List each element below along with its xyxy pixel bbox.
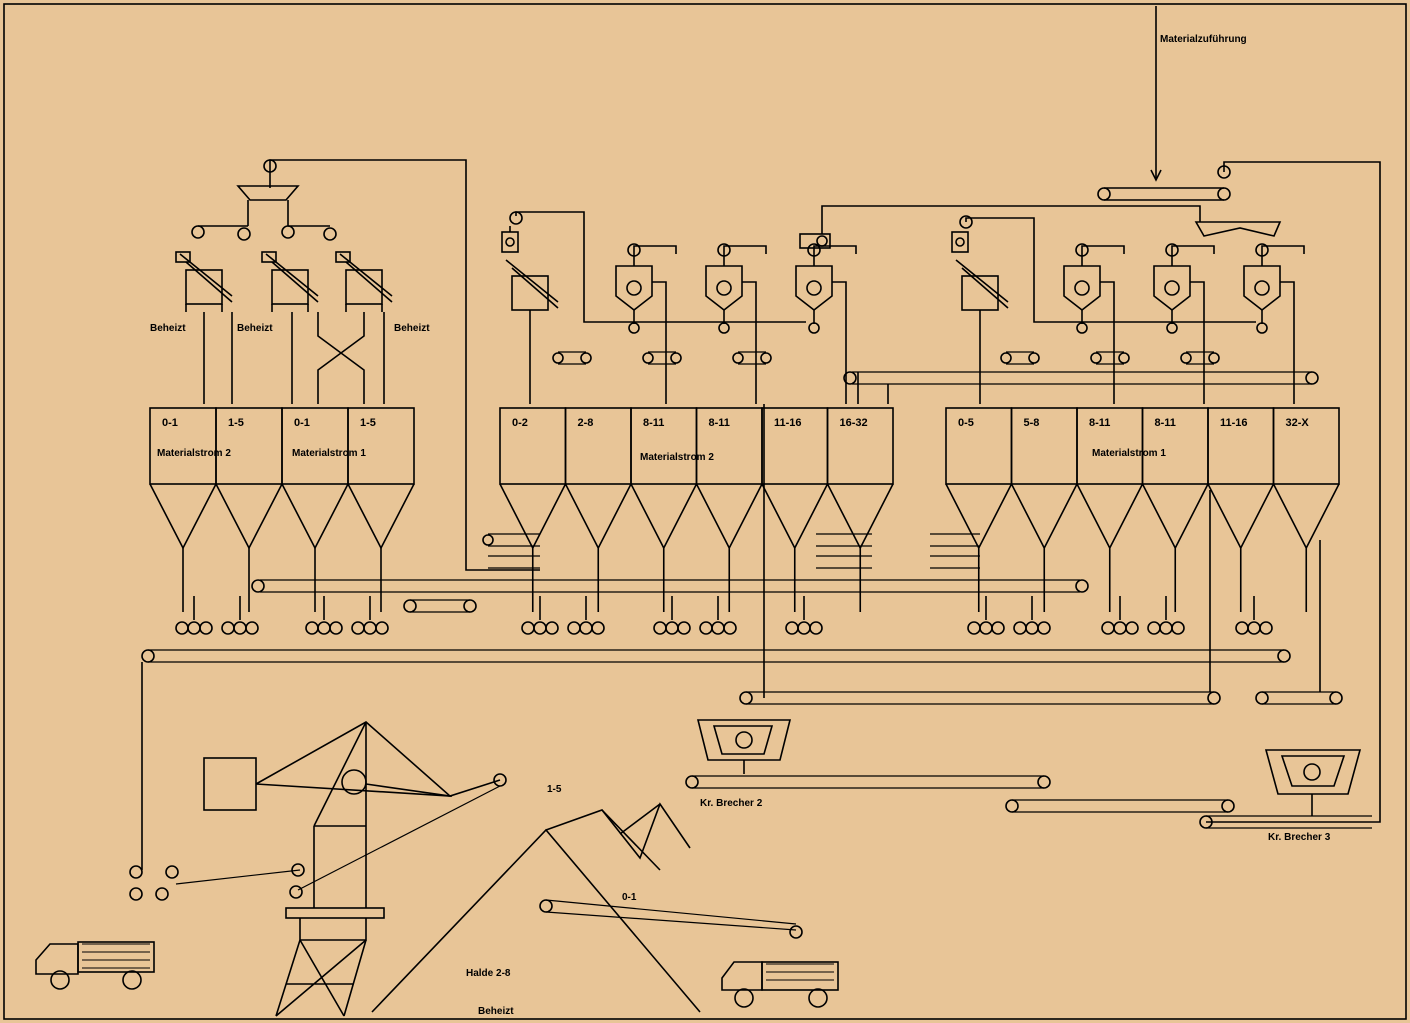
crusher-3 <box>1264 749 1362 816</box>
bin-right-5: 32-X <box>1272 407 1340 612</box>
bin-label: 0-5 <box>958 417 974 429</box>
heated-label-1: Beheizt <box>150 323 186 334</box>
return-pulley <box>1217 165 1231 179</box>
classifier <box>642 243 767 404</box>
bin-label: 2-8 <box>578 417 594 429</box>
crusher-feed-conveyors <box>141 404 1343 870</box>
classifier-row-right <box>1000 243 1305 404</box>
stacker-crane <box>175 721 507 1017</box>
truck-right <box>721 961 839 1008</box>
feeder-rollers <box>785 596 823 635</box>
stream-2-label-middle: Materialstrom 2 <box>640 452 714 463</box>
bin-label: 5-8 <box>1024 417 1040 429</box>
bin-middle-3: 8-11 <box>695 407 763 612</box>
feeder-rollers <box>567 596 605 635</box>
feeder-rollers <box>653 596 691 635</box>
middle-feed <box>501 211 806 323</box>
diagram-frame <box>3 3 1407 1020</box>
bin-right-1: 5-8 <box>1010 407 1078 612</box>
feeder-rollers <box>1147 596 1185 635</box>
cross-conveyors <box>843 371 1319 404</box>
bin-label: 16-32 <box>840 417 868 429</box>
bin-row-middle: 0-2 2-8 8-11 8-11 11-16 16-32 <box>499 407 894 612</box>
bin-label: 1-5 <box>360 417 376 429</box>
bin-middle-0: 0-2 <box>499 407 567 612</box>
truck-loader <box>129 865 179 901</box>
bin-label: 0-1 <box>162 417 178 429</box>
classifier <box>1000 243 1125 404</box>
bin-label: 32-X <box>1286 417 1310 429</box>
bin-left-0: 0-1 <box>149 407 217 612</box>
stream-1-label-right: Materialstrom 1 <box>1092 448 1166 459</box>
return-line-right <box>1206 161 1381 823</box>
bin-middle-5: 16-32 <box>826 407 894 612</box>
truck-left <box>35 941 155 990</box>
bin-label: 11-16 <box>774 417 802 429</box>
classifier <box>732 243 857 404</box>
bin-label: 1-5 <box>228 417 244 429</box>
bin-right-3: 8-11 <box>1141 407 1209 612</box>
material-feed-label: Materialzuführung <box>1160 34 1247 45</box>
bin-middle-2: 8-11 <box>630 407 698 612</box>
screen-1 <box>175 251 233 312</box>
bin-label: 8-11 <box>1089 417 1110 429</box>
feeder-rollers <box>351 596 389 635</box>
feeder-rollers <box>221 596 259 635</box>
bin-label: 0-2 <box>512 417 528 429</box>
feeder-rollers <box>1235 596 1273 635</box>
bin-row-left: 0-1 1-5 0-1 1-5 <box>149 407 415 612</box>
stream-2-label-left: Materialstrom 2 <box>157 448 231 459</box>
material-feed-arrow <box>1150 169 1162 182</box>
bin-label: 8-11 <box>709 417 730 429</box>
feeder-rollers <box>175 596 213 635</box>
heap-label: Halde 2-8 <box>466 968 511 979</box>
bin-label: 0-1 <box>294 417 310 429</box>
stockpiles <box>371 802 803 1013</box>
bin-left-1: 1-5 <box>215 407 283 612</box>
crusher-2 <box>696 719 792 774</box>
pile-1-5-label: 1-5 <box>547 784 562 795</box>
left-bin-feed-lines <box>203 312 385 404</box>
crusher-discharge-conveyors <box>685 775 1372 829</box>
top-right-conveyor <box>1097 187 1231 201</box>
bin-right-4: 11-16 <box>1207 407 1275 612</box>
classifier <box>1090 243 1215 404</box>
right-feed <box>799 205 1282 323</box>
bin-right-2: 8-11 <box>1076 407 1144 612</box>
feeder-rollers <box>967 596 1005 635</box>
screen-3 <box>335 251 393 312</box>
discharge-feeders <box>175 596 1273 635</box>
bin-right-0: 0-5 <box>945 407 1013 612</box>
screen-right <box>955 259 1009 404</box>
bin-label: 8-11 <box>1155 417 1176 429</box>
left-group-feed <box>191 159 540 571</box>
screen-2 <box>261 251 319 312</box>
feeder-rollers <box>1013 596 1051 635</box>
classifier-row-middle <box>552 243 857 404</box>
bin-left-3: 1-5 <box>347 407 415 612</box>
heated-label-2: Beheizt <box>237 323 273 334</box>
bin-middle-4: 11-16 <box>761 407 829 612</box>
feeder-rollers <box>521 596 559 635</box>
bin-left-2: 0-1 <box>281 407 349 612</box>
classifier <box>1180 243 1305 404</box>
heated-label-3: Beheizt <box>394 323 430 334</box>
crusher-3-label: Kr. Brecher 3 <box>1268 832 1331 843</box>
bin-middle-1: 2-8 <box>564 407 632 612</box>
feeder-rollers <box>1101 596 1139 635</box>
bin-row-right: 0-5 5-8 8-11 8-11 11-16 32-X <box>945 407 1340 612</box>
screen-middle <box>505 259 559 404</box>
feeder-rollers <box>699 596 737 635</box>
pile-0-1-label: 0-1 <box>622 892 637 903</box>
crusher-2-label: Kr. Brecher 2 <box>700 798 763 809</box>
stream-1-label-left: Materialstrom 1 <box>292 448 366 459</box>
bin-label: 11-16 <box>1220 417 1248 429</box>
bin-label: 8-11 <box>643 417 664 429</box>
feeder-rollers <box>305 596 343 635</box>
collecting-conveyors <box>251 533 1089 613</box>
classifier <box>552 243 677 404</box>
heap-heated-label: Beheizt <box>478 1006 514 1017</box>
